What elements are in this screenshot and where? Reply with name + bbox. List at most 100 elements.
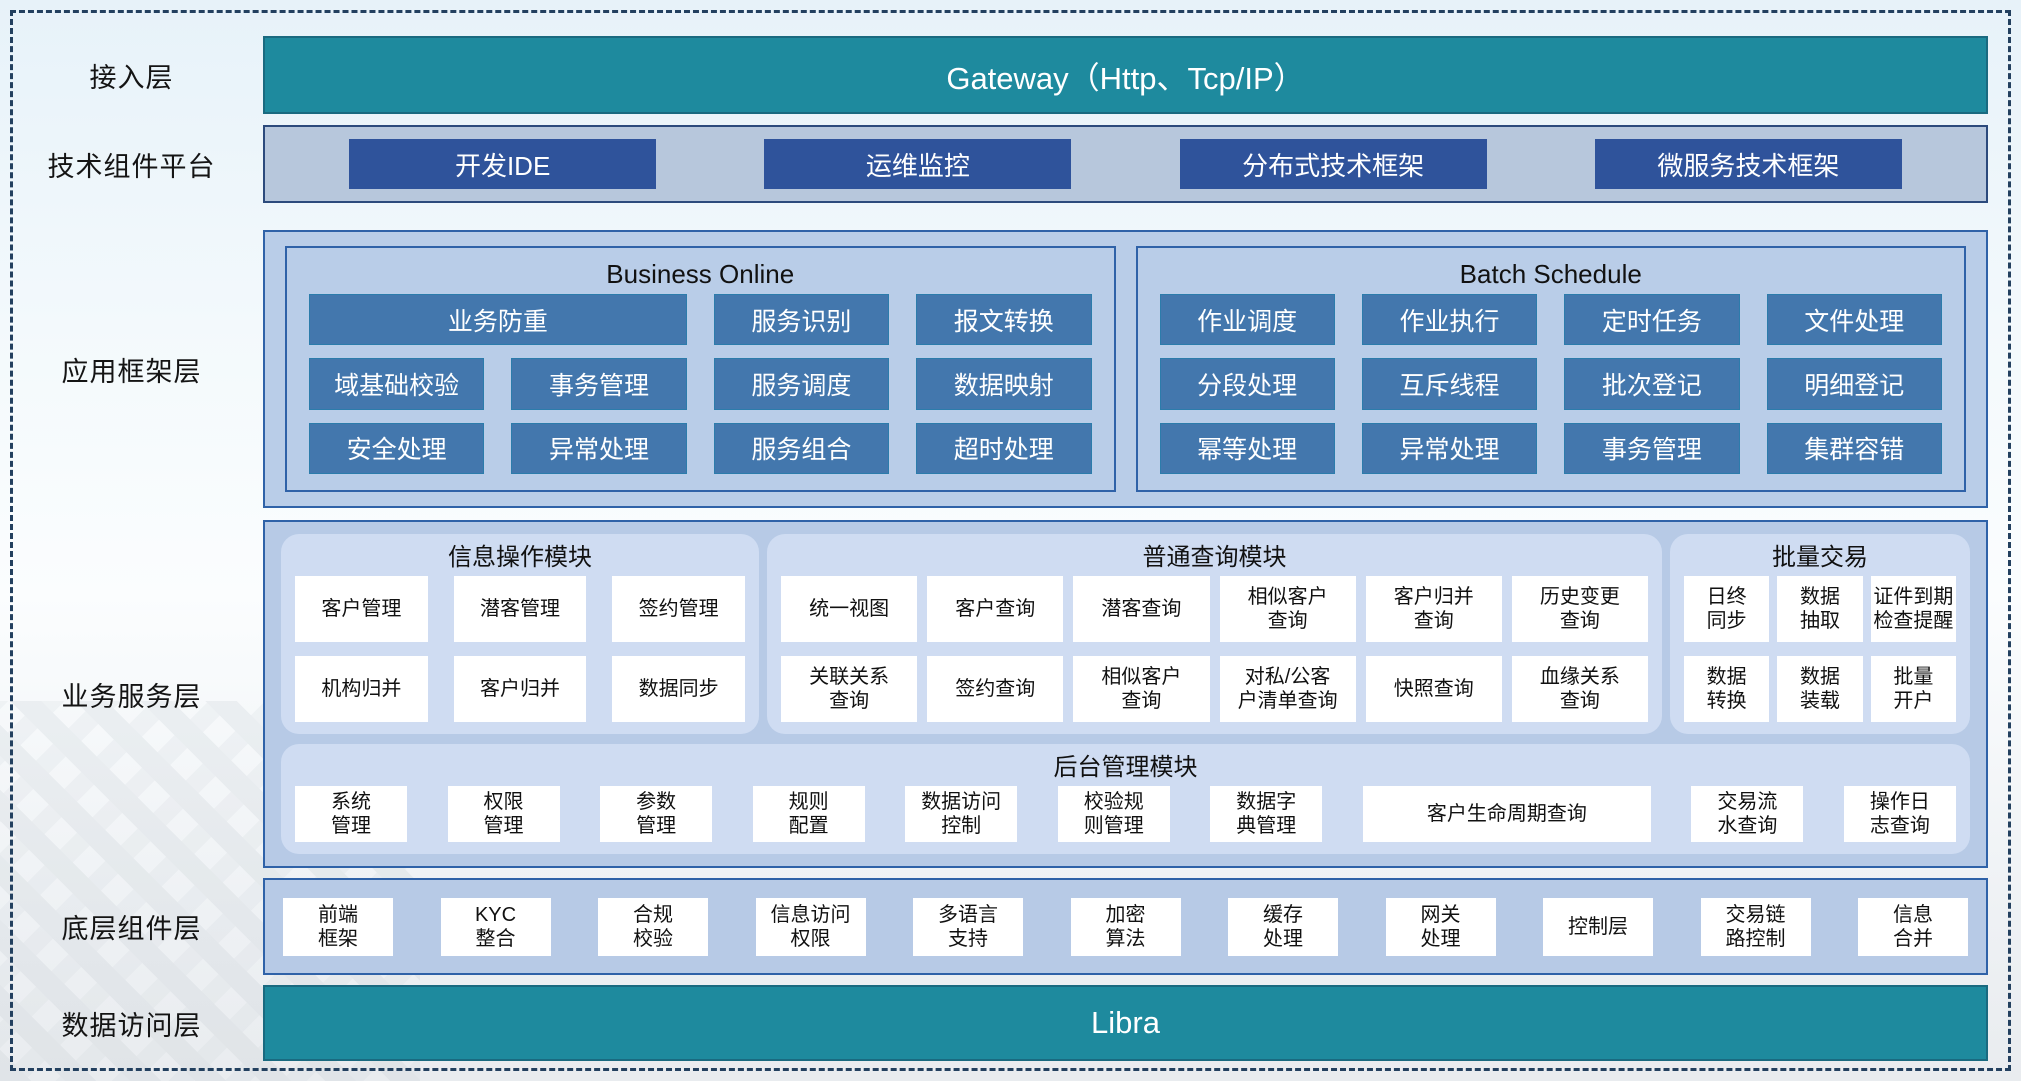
group-business-online: Business Online 业务防重 服务识别 报文转换 域基础校验 事务管… [285, 246, 1116, 492]
block-customer-list-query: 对私/公客 户清单查询 [1219, 656, 1356, 722]
libra-bar: Libra [263, 985, 1988, 1061]
block-customer-mgmt: 客户管理 [295, 576, 428, 642]
layer-app-framework: 应用框架层 Business Online 业务防重 服务识别 报文转换 域基础… [0, 230, 2021, 508]
layer-base-components: 底层组件层 前端 框架 KYC 整合 合规 校验 信息访问 权限 多语言 支持 … [0, 878, 2021, 975]
module-batch-trading-grid: 日终 同步 数据 抽取 证件到期 检查提醒 数据 转换 数据 装载 批量 开户 [1684, 576, 1956, 722]
block-control-layer: 控制层 [1543, 897, 1653, 956]
block-security-processing: 安全处理 [309, 422, 485, 474]
block-batch-exception: 异常处理 [1361, 422, 1538, 474]
block-message-transform: 报文转换 [916, 294, 1092, 346]
block-info-merge: 信息 合并 [1858, 897, 1968, 956]
block-distributed-framework: 分布式技术框架 [1179, 139, 1487, 189]
block-dedup: 业务防重 [309, 294, 687, 346]
block-service-identify: 服务识别 [713, 294, 890, 346]
tech-platform-container: 开发IDE 运维监控 分布式技术框架 微服务技术框架 [263, 125, 1988, 203]
layer-tech-label: 技术组件平台 [47, 151, 216, 182]
block-operation-log-query: 操作日 志查询 [1843, 786, 1956, 842]
block-segment-processing: 分段处理 [1159, 358, 1335, 410]
block-customer-query: 客户查询 [927, 576, 1064, 642]
module-info-operations-grid: 客户管理 潜客管理 签约管理 机构归并 客户归并 数据同步 [295, 576, 745, 722]
block-data-sync: 数据同步 [612, 656, 745, 722]
block-parameter-mgmt: 参数 管理 [600, 786, 713, 842]
block-relation-query: 关联关系 查询 [781, 656, 918, 722]
block-snapshot-query: 快照查询 [1365, 656, 1502, 722]
block-dev-ide: 开发IDE [349, 139, 657, 189]
gateway-bar: Gateway（Http、Tcp/IP） [263, 36, 1988, 114]
block-timed-tasks: 定时任务 [1564, 294, 1740, 346]
block-system-mgmt: 系统 管理 [295, 786, 407, 842]
block-similar-customer-query-2: 相似客户 查询 [1073, 656, 1210, 722]
block-kyc-integration: KYC 整合 [440, 897, 551, 956]
block-job-scheduling: 作业调度 [1159, 294, 1335, 346]
block-transaction-link-control: 交易链 路控制 [1700, 897, 1811, 956]
module-batch-trading: 批量交易 日终 同步 数据 抽取 证件到期 检查提醒 数据 转换 数据 装载 批… [1670, 534, 1970, 734]
layer-base-components-label: 底层组件层 [61, 914, 202, 944]
block-data-extract: 数据 抽取 [1777, 576, 1863, 642]
group-batch-schedule-grid: 作业调度 作业执行 定时任务 文件处理 分段处理 互斥线程 批次登记 明细登记 … [1159, 294, 1942, 474]
block-cluster-fault-tolerance: 集群容错 [1766, 422, 1942, 474]
module-backend-admin: 后台管理模块 系统 管理 权限 管理 参数 管理 规则 配置 数据访问 控制 校… [281, 744, 1970, 854]
block-batch-register: 批次登记 [1564, 358, 1740, 410]
layer-app-framework-label: 应用框架层 [61, 356, 202, 387]
block-job-execution: 作业执行 [1361, 294, 1538, 346]
group-batch-schedule: Batch Schedule 作业调度 作业执行 定时任务 文件处理 分段处理 … [1135, 246, 1966, 492]
block-idempotent: 幂等处理 [1159, 422, 1335, 474]
block-encryption-algorithm: 加密 算法 [1070, 897, 1181, 956]
block-prospect-mgmt: 潜客管理 [453, 576, 587, 642]
layer-access: 接入层 Gateway（Http、Tcp/IP） [0, 36, 2021, 114]
block-ops-monitoring: 运维监控 [764, 139, 1072, 189]
block-history-change-query: 历史变更 查询 [1511, 576, 1648, 642]
block-contract-query: 签约查询 [927, 656, 1064, 722]
layer-tech-platform: 技术组件平台 开发IDE 运维监控 分布式技术框架 微服务技术框架 [0, 125, 2021, 203]
block-mutex-threads: 互斥线程 [1361, 358, 1538, 410]
block-org-merge: 机构归并 [295, 656, 428, 722]
layer-data-access-label: 数据访问层 [61, 1010, 202, 1041]
group-business-online-grid: 业务防重 服务识别 报文转换 域基础校验 事务管理 服务调度 数据映射 安全处理… [309, 294, 1092, 474]
block-data-load: 数据 装载 [1777, 656, 1863, 722]
block-cache-processing: 缓存 处理 [1228, 897, 1338, 956]
layer-business-service-label: 业务服务层 [61, 681, 202, 712]
module-general-query-title: 普通查询模块 [1142, 544, 1287, 571]
diagram-content: 接入层 Gateway（Http、Tcp/IP） 技术组件平台 开发IDE 运维… [0, 36, 2021, 1061]
layer-data-access: 数据访问层 Libra [0, 985, 2021, 1061]
block-unified-view: 统一视图 [781, 576, 918, 642]
block-detail-register: 明细登记 [1766, 358, 1942, 410]
block-file-processing: 文件处理 [1766, 294, 1942, 346]
layer-access-label: 接入层 [89, 62, 174, 93]
block-data-access-control: 数据访问 控制 [905, 786, 1018, 842]
group-batch-schedule-title: Batch Schedule [1459, 259, 1642, 289]
base-components-container: 前端 框架 KYC 整合 合规 校验 信息访问 权限 多语言 支持 加密 算法 … [263, 878, 1988, 975]
block-multilingual-support: 多语言 支持 [913, 897, 1023, 956]
module-info-operations-title: 信息操作模块 [448, 544, 592, 571]
block-batch-transaction: 事务管理 [1564, 422, 1740, 474]
block-exception-handling: 异常处理 [511, 422, 687, 474]
block-rule-config: 规则 配置 [752, 786, 865, 842]
block-compliance-check: 合规 校验 [598, 897, 708, 956]
block-transaction-mgmt: 事务管理 [511, 358, 687, 410]
module-batch-trading-title: 批量交易 [1772, 544, 1868, 571]
business-service-container: 信息操作模块 客户管理 潜客管理 签约管理 机构归并 客户归并 数据同步 [263, 520, 1988, 868]
block-timeout-handling: 超时处理 [916, 422, 1092, 474]
block-customer-merge-query: 客户归并 查询 [1365, 576, 1502, 642]
group-business-online-title: Business Online [606, 259, 795, 289]
block-info-access-permission: 信息访问 权限 [755, 897, 866, 956]
module-backend-admin-title: 后台管理模块 [1053, 754, 1198, 781]
block-data-transform: 数据 转换 [1684, 656, 1770, 722]
block-transaction-flow-query: 交易流 水查询 [1691, 786, 1804, 842]
block-batch-account-open: 批量 开户 [1870, 656, 1956, 722]
block-microservice-framework: 微服务技术框架 [1594, 139, 1902, 189]
block-data-mapping: 数据映射 [916, 358, 1092, 410]
business-modules-row: 信息操作模块 客户管理 潜客管理 签约管理 机构归并 客户归并 数据同步 [281, 534, 1970, 734]
module-info-operations: 信息操作模块 客户管理 潜客管理 签约管理 机构归并 客户归并 数据同步 [281, 534, 759, 734]
block-lineage-query: 血缘关系 查询 [1511, 656, 1648, 722]
block-cert-expiry-check: 证件到期 检查提醒 [1870, 576, 1956, 642]
block-prospect-query: 潜客查询 [1073, 576, 1210, 642]
module-general-query-grid: 统一视图 客户查询 潜客查询 相似客户 查询 客户归并 查询 历史变更 查询 关… [781, 576, 1648, 722]
block-customer-lifecycle-query: 客户生命周期查询 [1362, 786, 1651, 842]
layer-business-service: 业务服务层 信息操作模块 客户管理 潜客管理 签约管理 机构归并 客户归并 [0, 520, 2021, 868]
module-general-query: 普通查询模块 统一视图 客户查询 潜客查询 相似客户 查询 客户归并 查询 历史… [767, 534, 1662, 734]
block-frontend-framework: 前端 框架 [283, 897, 393, 956]
block-permission-mgmt: 权限 管理 [447, 786, 560, 842]
block-service-dispatch: 服务调度 [713, 358, 890, 410]
